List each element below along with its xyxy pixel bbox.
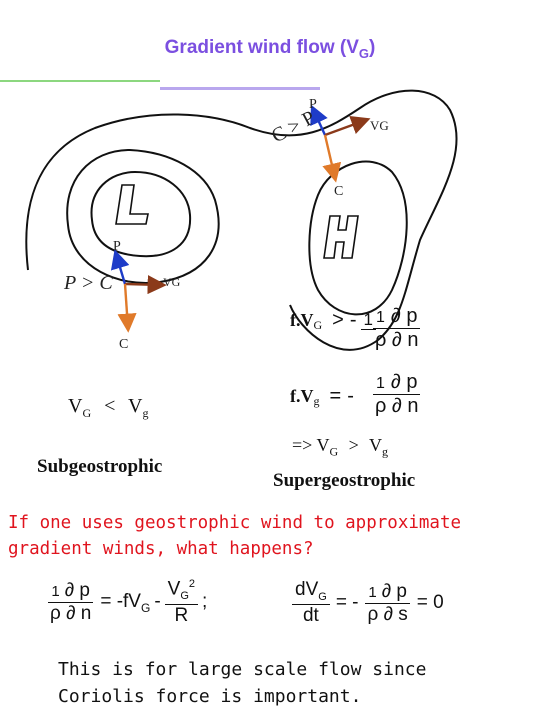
note-line2: Coriolis force is important. — [58, 686, 362, 707]
pressure-arrow-top — [310, 104, 328, 136]
coriolis-arrow-top — [322, 134, 342, 183]
implies-vg-gt-vg: => VG > Vg — [292, 435, 388, 459]
question-text-line1: If one uses geostrophic wind to approxim… — [8, 513, 462, 533]
title-rule-green — [0, 80, 160, 82]
supergeostrophic-caption: Supergeostrophic — [273, 470, 416, 491]
isobar-low-outer — [66, 148, 220, 284]
coriolis-arrow-left — [117, 283, 137, 333]
low-pressure-l-icon — [115, 184, 149, 225]
label-p-gt-c: P > C — [64, 272, 113, 294]
isobar-high — [308, 160, 408, 316]
label-c-left: C — [119, 337, 129, 352]
velocity-arrow-left — [124, 275, 167, 295]
label-p-top: P — [309, 97, 317, 112]
subgeostrophic-caption: Subgeostrophic — [37, 456, 163, 477]
title-rule-purple — [160, 87, 320, 90]
relation-vg-lt-vg: VG < Vg — [68, 395, 149, 420]
isobar-outer — [25, 89, 458, 351]
label-c-right: C — [334, 184, 344, 199]
velocity-arrow-top — [324, 115, 371, 137]
label-vg-top: VG — [370, 118, 389, 133]
note-line1: This is for large scale flow since — [58, 659, 427, 680]
question-text-line2: gradient winds, what happens? — [8, 539, 314, 559]
page-title: Gradient wind flow (VG) — [164, 37, 376, 61]
label-vg-left: VG — [163, 275, 181, 289]
pressure-arrow-left — [110, 249, 130, 285]
high-pressure-h-icon — [323, 215, 359, 259]
label-p-left: P — [113, 239, 121, 254]
